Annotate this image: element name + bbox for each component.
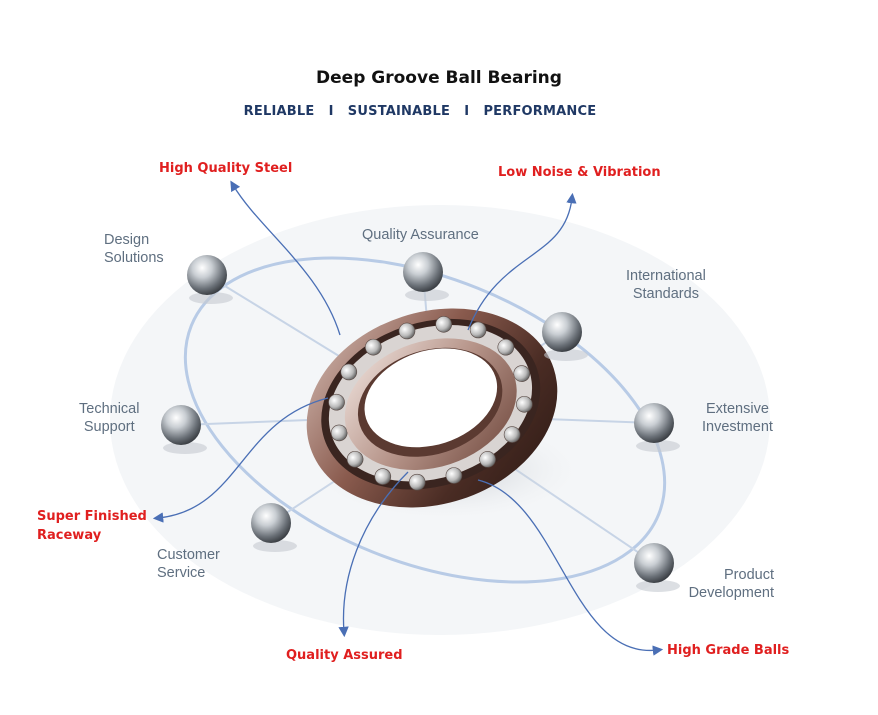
label-line: Technical: [79, 401, 140, 417]
label-product-development: Product Development: [668, 566, 774, 602]
callout-super-finished-raceway: Super Finished Raceway: [37, 507, 147, 545]
callout-arrows: [152, 180, 664, 656]
callout-high-grade-balls: High Grade Balls: [667, 643, 790, 658]
label-line: Investment: [702, 419, 773, 435]
callout-high-quality-steel: High Quality Steel: [159, 161, 293, 176]
ball-international-standards: [542, 312, 582, 352]
arrow-low-noise: [467, 192, 577, 331]
label-technical-support: Technical Support: [79, 400, 139, 436]
orbit-ring: [183, 256, 667, 584]
label-line: Development: [688, 585, 774, 601]
label-line: Design: [104, 232, 150, 248]
bearing-image: [306, 308, 558, 508]
label-line: Extensive: [706, 401, 769, 417]
ball-design-solutions: [187, 255, 227, 295]
label-line: Customer: [157, 547, 220, 563]
diagram-subtitle: RELIABLE I SUSTAINABLE I PERFORMANCE: [243, 104, 597, 119]
arrow-super-finished: [152, 397, 329, 523]
label-international-standards: International Standards: [626, 267, 706, 303]
callout-quality-assured: Quality Assured: [286, 648, 403, 663]
label-design-solutions: Design Solutions: [104, 231, 164, 267]
label-quality-assurance: Quality Assurance: [362, 227, 479, 243]
label-line: Product: [724, 567, 774, 583]
orbit-balls: [161, 252, 680, 592]
callout-line: Super Finished: [37, 509, 147, 524]
arrow-high-grade-balls: [477, 479, 664, 656]
ball-product-development: [634, 543, 674, 583]
ball-technical-support: [161, 405, 201, 445]
label-line: International: [626, 268, 706, 284]
label-line: Service: [157, 565, 206, 581]
label-line: Solutions: [104, 250, 164, 266]
ball-customer-service: [251, 503, 291, 543]
label-extensive-investment: Extensive Investment: [702, 400, 773, 436]
label-customer-service: Customer Service: [157, 546, 220, 582]
label-line: Standards: [632, 286, 699, 302]
label-line: Support: [83, 419, 135, 435]
diagram-title: Deep Groove Ball Bearing: [316, 68, 562, 88]
callout-line: Raceway: [37, 528, 102, 543]
arrow-quality-assured: [338, 471, 409, 638]
ball-extensive-investment: [634, 403, 674, 443]
callout-low-noise-vibration: Low Noise & Vibration: [498, 165, 661, 180]
ball-quality-assurance: [403, 252, 443, 292]
arrow-high-quality-steel: [230, 180, 341, 336]
